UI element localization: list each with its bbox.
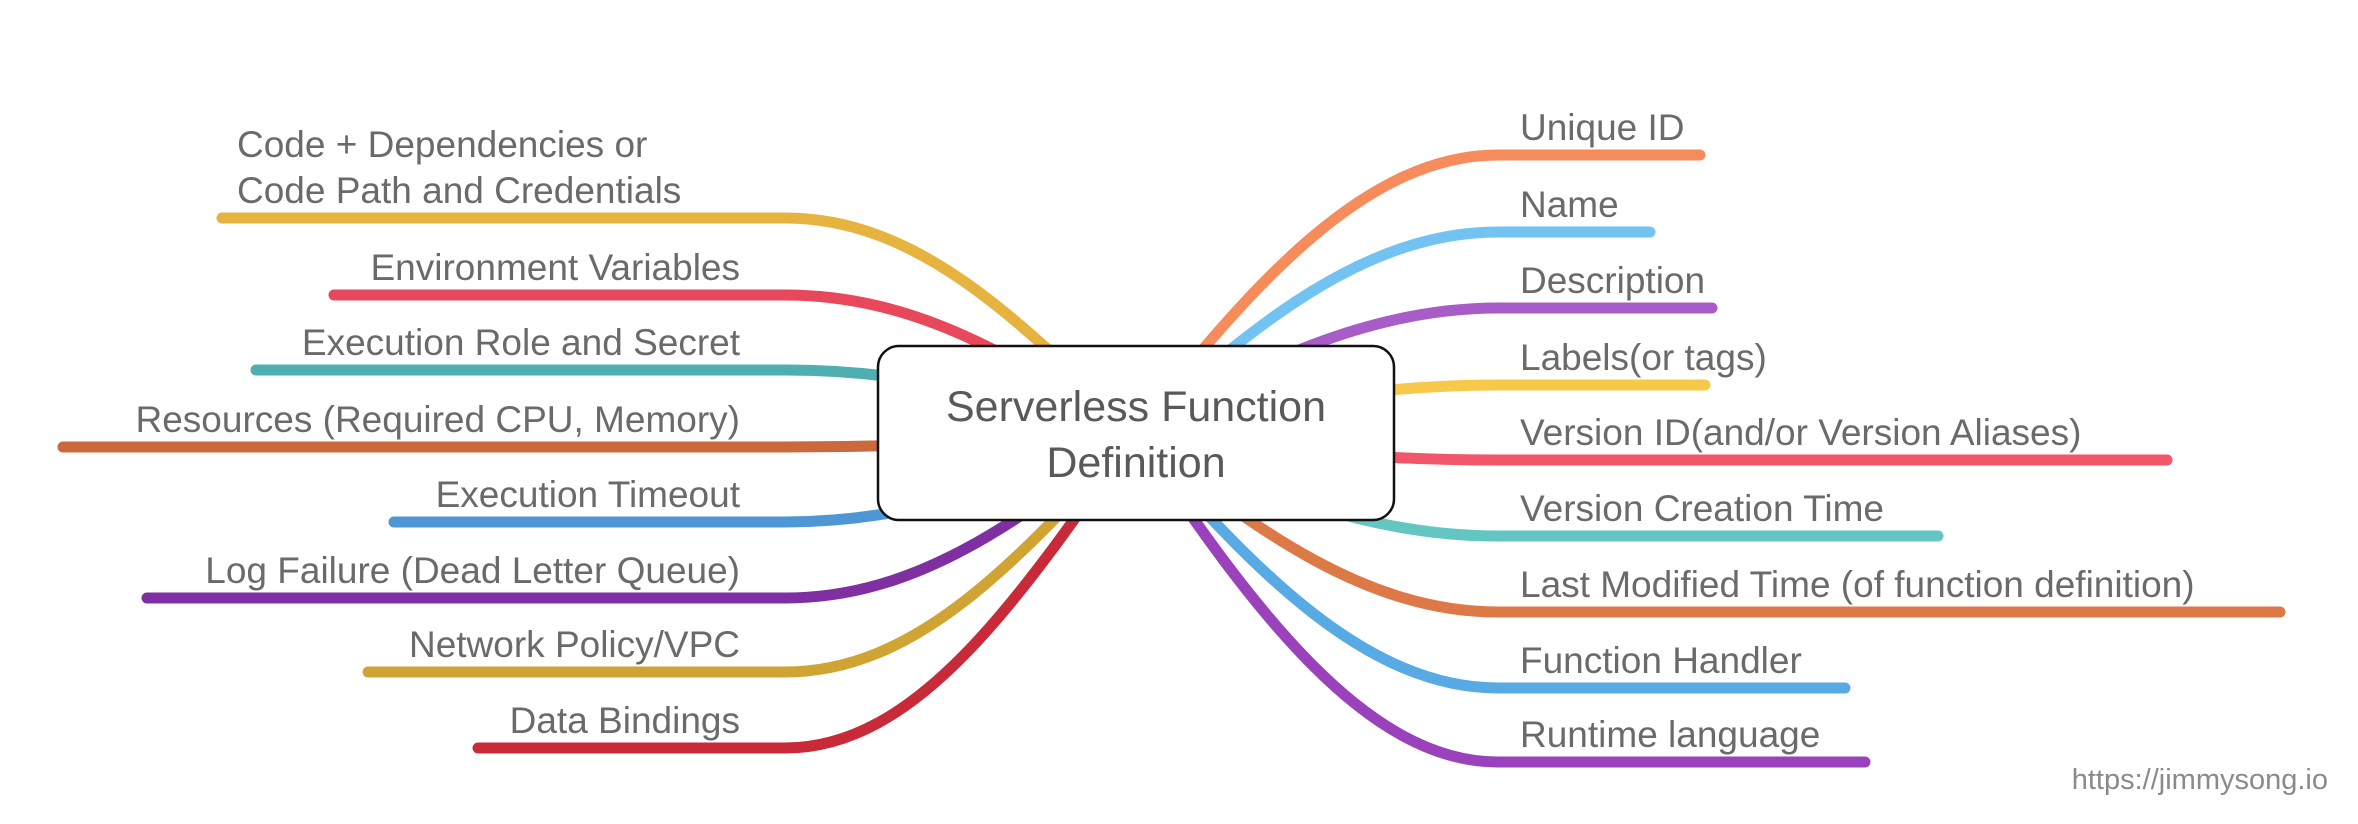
branch-label-name: Name [1520, 184, 1619, 225]
branch-label-network-policy: Network Policy/VPC [409, 624, 740, 665]
branch-label-environment-variables: Environment Variables [371, 247, 741, 288]
branch-label-version-id: Version ID(and/or Version Aliases) [1520, 412, 2081, 453]
branch-label-function-handler: Function Handler [1520, 640, 1802, 681]
branch-label-resources: Resources (Required CPU, Memory) [135, 399, 740, 440]
branch-label-unique-id: Unique ID [1520, 107, 1685, 148]
watermark-url: https://jimmysong.io [2072, 764, 2328, 796]
central-node-box [876, 344, 1396, 522]
branch-label-code-dependencies-line1: Code + Dependencies or [237, 124, 647, 165]
central-node-title-line1: Serverless Function [946, 383, 1326, 431]
branch-label-version-creation-time: Version Creation Time [1520, 488, 1884, 529]
branch-label-execution-timeout: Execution Timeout [436, 474, 741, 515]
branch-label-code-dependencies: Code + Dependencies or Code Path and Cre… [237, 124, 681, 211]
central-node-title-line2: Definition [1046, 439, 1225, 487]
branch-labels: Code + Dependencies or Code Path and Cre… [135, 107, 2194, 755]
branch-label-description: Description [1520, 260, 1705, 301]
branch-label-data-bindings: Data Bindings [510, 700, 740, 741]
branch-label-code-dependencies-line2: Code Path and Credentials [237, 170, 681, 211]
branch-label-last-modified-time: Last Modified Time (of function definiti… [1520, 564, 2195, 605]
branch-label-log-failure: Log Failure (Dead Letter Queue) [205, 550, 740, 591]
branch-label-labels-or-tags: Labels(or tags) [1520, 337, 1767, 378]
branch-label-runtime-language: Runtime language [1520, 714, 1820, 755]
branch-label-execution-role-secret: Execution Role and Secret [302, 322, 741, 363]
central-node: Serverless Function Definition [876, 344, 1396, 522]
